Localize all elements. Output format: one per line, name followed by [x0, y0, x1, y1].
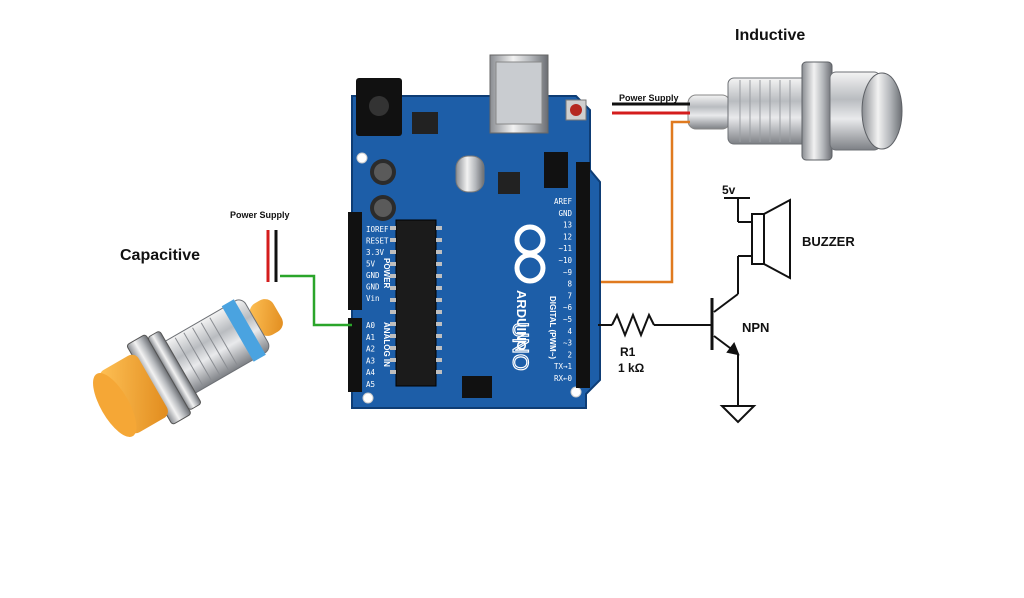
capacitive-signal-wire — [280, 274, 352, 327]
power-header-labels: IOREF RESET 3.3V 5V GND GND Vin — [366, 225, 389, 303]
board-brand: ARDUINO — [514, 290, 529, 351]
digital-pin-label: ~3 — [563, 339, 572, 348]
power-pin-label: GND — [366, 283, 380, 292]
power-pin-label: Vin — [366, 294, 380, 303]
digital-title: DIGITAL (PWM~) — [548, 296, 557, 359]
power-supply-left-label: Power Supply — [230, 210, 290, 220]
analog-pin-label: A2 — [366, 345, 375, 354]
power-pin-label: IOREF — [366, 225, 389, 234]
digital-pin-label: 7 — [567, 291, 572, 300]
inductive-label: Inductive — [735, 27, 805, 44]
r1-label: R1 — [620, 345, 636, 359]
power-supply-right-label: Power Supply — [619, 93, 679, 103]
digital-pin-label: ~9 — [563, 268, 572, 277]
digital-pin-label: GND — [558, 209, 572, 218]
capacitive-sensor — [93, 299, 283, 437]
inductive-signal-wire — [585, 120, 690, 284]
power-pin-label: 5V — [366, 260, 376, 269]
digital-pin-label: 4 — [567, 327, 572, 336]
analog-pin-label: A3 — [366, 356, 375, 365]
digital-pin-label: 2 — [567, 350, 572, 359]
digital-pin-label: ~10 — [558, 256, 572, 265]
npn-label: NPN — [742, 320, 769, 335]
digital-pin-label: 12 — [563, 232, 572, 241]
digital-header-labels: AREF GND 13 12 ~11 ~10 ~9 8 7 ~6 ~5 4 ~3 2TX→1RX←0 — [554, 197, 573, 383]
analog-pin-label: A4 — [366, 368, 376, 377]
analog-pin-label: A5 — [366, 380, 375, 389]
five-v-label: 5v — [722, 183, 736, 197]
digital-pin-label: ~11 — [558, 244, 572, 253]
digital-pin-label: TX→1 — [554, 362, 572, 371]
buzzer-circuit — [598, 197, 791, 424]
r1-value-label: 1 kΩ — [618, 361, 645, 375]
digital-pin-label: ~5 — [563, 315, 572, 324]
digital-pin-label: RX←0 — [554, 374, 573, 383]
power-pin-label: 3.3V — [366, 248, 385, 257]
digital-pin-label: 13 — [563, 221, 572, 230]
power-pin-label: RESET — [366, 237, 389, 246]
inductive-sensor — [687, 61, 903, 161]
analog-pin-label: A1 — [366, 333, 375, 342]
arduino-uno-board: ARDUINO UNO POWER ANALOG IN DIGITAL (PWM… — [348, 54, 601, 409]
digital-pin-label: 8 — [567, 280, 572, 289]
buzzer-label: BUZZER — [802, 234, 855, 249]
analog-pin-label: A0 — [366, 321, 376, 330]
analog-title: ANALOG IN — [382, 322, 391, 367]
power-pin-label: GND — [366, 271, 380, 280]
digital-pin-label: ~6 — [563, 303, 573, 312]
power-title: POWER — [382, 258, 391, 288]
board-model: UNO — [508, 322, 533, 371]
digital-pin-label: AREF — [554, 197, 573, 206]
capacitive-label: Capacitive — [120, 247, 200, 264]
